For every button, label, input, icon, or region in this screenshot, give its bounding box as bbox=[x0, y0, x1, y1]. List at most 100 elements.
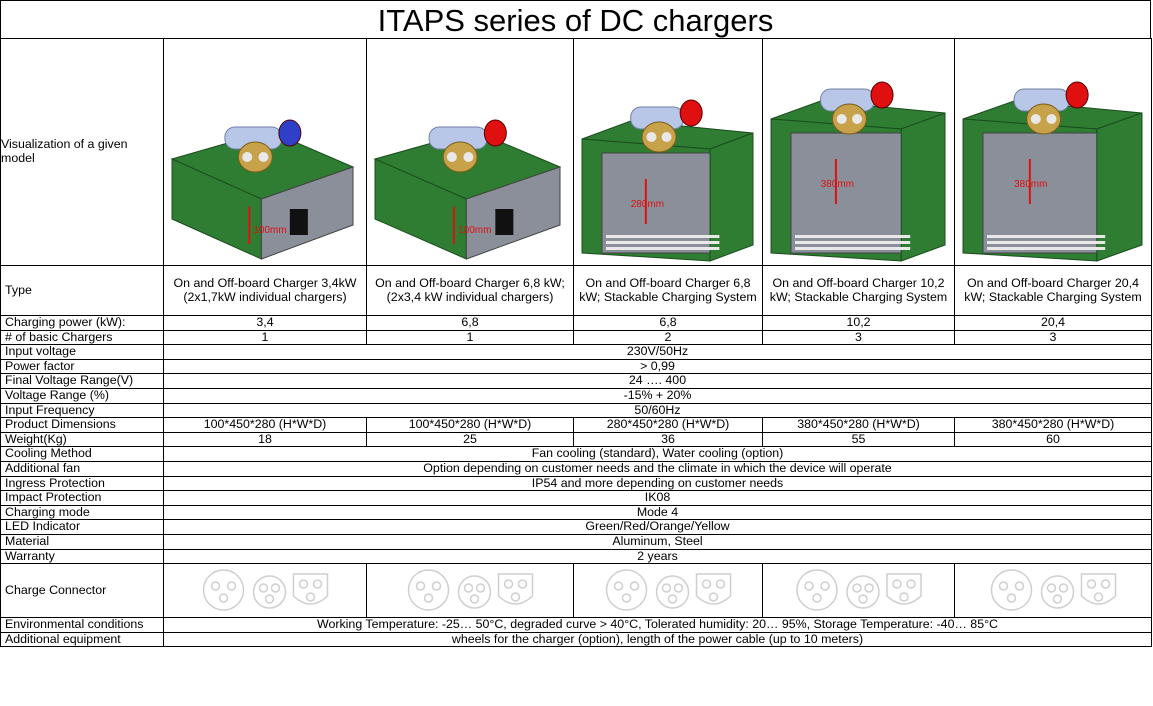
row-input-voltage: Input voltage 230V/50Hz bbox=[0, 344, 1152, 360]
charger-image-3: 280mm bbox=[573, 38, 763, 266]
power-factor-value: > 0,99 bbox=[163, 358, 1152, 375]
pin bbox=[1030, 114, 1041, 124]
power-plug bbox=[870, 81, 894, 109]
type-2: On and Off-board Charger 6,8 kW; (2x3,4 … bbox=[366, 265, 574, 316]
basic-3: 2 bbox=[573, 329, 763, 346]
display-panel bbox=[495, 209, 514, 235]
connector-chademo-icon bbox=[252, 575, 287, 609]
connector-ccs-icon bbox=[497, 573, 534, 605]
pin bbox=[1058, 583, 1069, 593]
row-impact: Impact Protection IK08 bbox=[0, 490, 1152, 506]
row-environment: Environmental conditions Working Tempera… bbox=[0, 617, 1152, 633]
pin bbox=[1014, 581, 1025, 591]
pin bbox=[836, 114, 847, 124]
pin bbox=[258, 583, 269, 593]
pin bbox=[661, 583, 672, 593]
connector-head bbox=[442, 141, 478, 173]
type-3: On and Off-board Charger 6,8 kW; Stackab… bbox=[573, 265, 763, 316]
connector-outline bbox=[1080, 573, 1117, 605]
connector-head bbox=[831, 103, 867, 135]
basic-2: 1 bbox=[366, 329, 574, 346]
row-weight: Weight(Kg) 18 25 36 55 60 bbox=[0, 431, 1152, 448]
label-visualization: Visualization of a given model bbox=[0, 38, 164, 266]
power-5: 20,4 bbox=[954, 315, 1152, 331]
pin bbox=[701, 579, 712, 589]
vent-slot bbox=[795, 247, 911, 250]
charger-cabinet: 100mm bbox=[170, 119, 355, 260]
cabinet-right bbox=[1096, 112, 1143, 262]
power-1: 3,4 bbox=[163, 315, 367, 331]
connector-type2-icon bbox=[605, 569, 648, 611]
charger-image-2: 100mm bbox=[366, 38, 574, 266]
voltage-range-value: -15% + 20% bbox=[163, 387, 1152, 404]
connector-icon bbox=[605, 569, 732, 611]
height-label: 100mm bbox=[253, 225, 286, 236]
connector-outline bbox=[497, 573, 534, 605]
height-label: 280mm bbox=[631, 199, 664, 210]
cooling-value: Fan cooling (standard), Water cooling (o… bbox=[163, 446, 1152, 462]
connector-type2-icon bbox=[202, 569, 245, 611]
input-voltage-value: 230V/50Hz bbox=[163, 344, 1152, 360]
pin bbox=[469, 594, 480, 604]
page-title: ITAPS series of DC chargers bbox=[0, 0, 1151, 38]
vent-slot bbox=[987, 241, 1106, 244]
connector-outline bbox=[202, 569, 245, 611]
impact-value: IK08 bbox=[163, 490, 1152, 506]
row-mode: Charging mode Mode 4 bbox=[0, 504, 1152, 521]
power-plug bbox=[679, 99, 703, 127]
dimensions-4: 380*450*280 (H*W*D) bbox=[762, 417, 955, 433]
connector-chademo-icon bbox=[655, 575, 690, 609]
connector-ccs-icon bbox=[695, 573, 732, 605]
pin bbox=[673, 583, 684, 593]
charger-cabinet: 280mm bbox=[581, 99, 754, 262]
pin bbox=[864, 583, 874, 593]
row-fan: Additional fan Option depending on custo… bbox=[0, 460, 1152, 477]
label-cooling: Cooling Method bbox=[0, 446, 164, 462]
vent-slot bbox=[795, 241, 911, 244]
label-final-voltage: Final Voltage Range(V) bbox=[0, 373, 164, 389]
charger-cabinet: 380mm bbox=[770, 81, 946, 262]
basic-5: 3 bbox=[954, 329, 1152, 346]
cabinet-right bbox=[709, 132, 754, 262]
pin bbox=[667, 594, 678, 604]
connector-ccs-icon bbox=[1080, 573, 1117, 605]
pin bbox=[812, 593, 822, 603]
connector-icons-2 bbox=[366, 563, 574, 619]
connector-outline bbox=[655, 575, 690, 609]
row-input-frequency: Input Frequency 50/60Hz bbox=[0, 402, 1152, 419]
row-power-factor: Power factor > 0,99 bbox=[0, 358, 1152, 375]
dimensions-2: 100*450*280 (H*W*D) bbox=[366, 417, 574, 433]
connector-icon bbox=[990, 569, 1117, 611]
pin bbox=[906, 579, 916, 589]
dimensions-5: 380*450*280 (H*W*D) bbox=[954, 417, 1152, 433]
power-plug bbox=[278, 119, 302, 147]
type-4: On and Off-board Charger 10,2 kW; Stacka… bbox=[762, 265, 955, 316]
connector-outline bbox=[990, 569, 1033, 611]
label-mode: Charging mode bbox=[0, 504, 164, 521]
power-4: 10,2 bbox=[762, 315, 955, 331]
connector-head bbox=[1026, 103, 1062, 135]
pin bbox=[258, 152, 269, 162]
height-label: 380mm bbox=[1014, 179, 1047, 190]
connector-outline bbox=[407, 569, 450, 611]
connector-type2-icon bbox=[796, 569, 838, 611]
row-warranty: Warranty 2 years bbox=[0, 548, 1152, 565]
charger-image-1: 100mm bbox=[163, 38, 367, 266]
connector-outline bbox=[796, 569, 838, 611]
power-3: 6,8 bbox=[573, 315, 763, 331]
vent-slot bbox=[606, 247, 720, 250]
row-voltage-range: Voltage Range (%) -15% + 20% bbox=[0, 387, 1152, 404]
input-frequency-value: 50/60Hz bbox=[163, 402, 1152, 419]
fan-value: Option depending on customer needs and t… bbox=[163, 460, 1152, 477]
connector-chademo-icon bbox=[846, 575, 880, 609]
label-voltage-range: Voltage Range (%) bbox=[0, 387, 164, 404]
vent-slot bbox=[795, 235, 911, 238]
pin bbox=[899, 592, 909, 602]
connector-outline bbox=[695, 573, 732, 605]
pin bbox=[423, 593, 434, 603]
label-warranty: Warranty bbox=[0, 548, 164, 565]
power-plug bbox=[483, 119, 507, 147]
connector-type2-icon bbox=[990, 569, 1033, 611]
connector-outline bbox=[457, 575, 492, 609]
height-label: 100mm bbox=[458, 225, 491, 236]
